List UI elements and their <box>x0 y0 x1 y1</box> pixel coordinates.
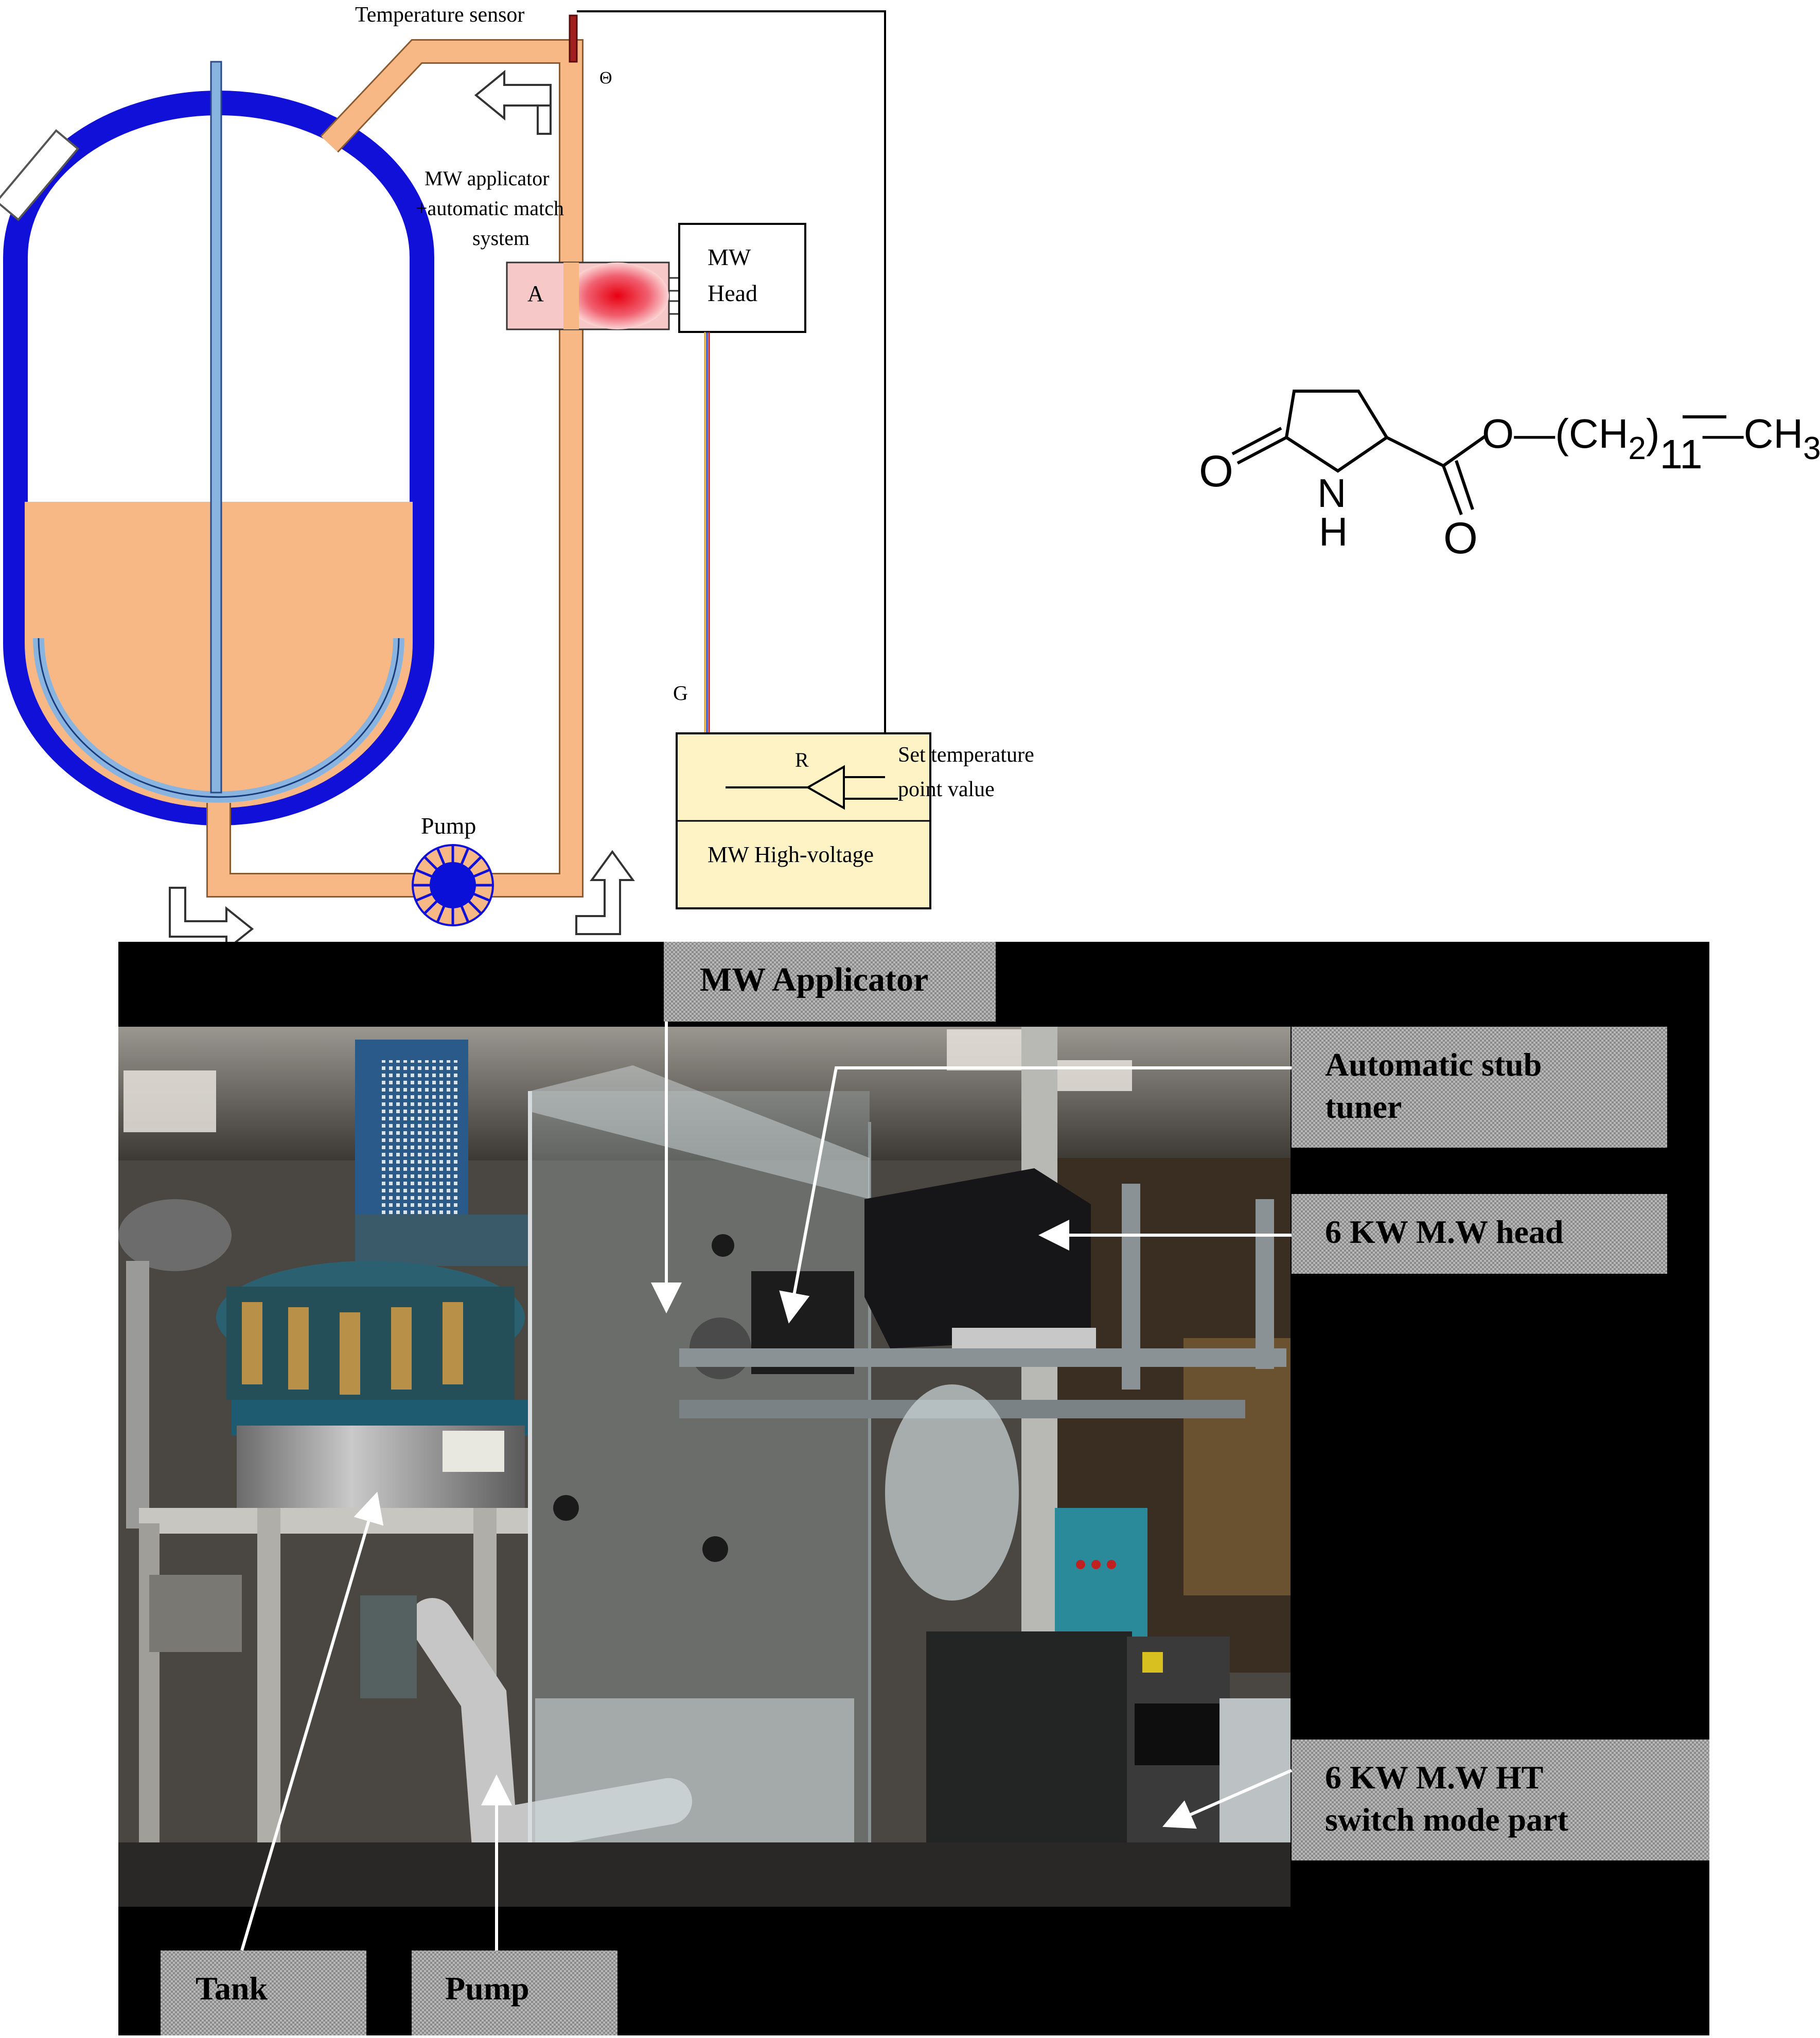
arrow-ht-switch <box>1162 1769 1293 1829</box>
process-schematic: Temperature sensor Θ <box>0 3 1034 952</box>
label-stub-tuner-line2: tuner <box>1325 1088 1402 1125</box>
atom-o-carbonyl: O <box>1443 514 1478 563</box>
recirculation-pipe <box>206 39 584 898</box>
set-temp-line1: Set temperature <box>898 743 1034 767</box>
label-ht-switch-line2: switch mode part <box>1325 1801 1569 1838</box>
flow-arrow-bottom-left <box>169 887 254 952</box>
applicator-letter: A <box>527 281 544 306</box>
r-label: R <box>795 748 809 771</box>
equipment-photo <box>118 1027 1291 1907</box>
pump-label: Pump <box>421 813 476 839</box>
arrow-stub-tuner <box>779 1066 1292 1324</box>
applicator-label-line1: MW applicator <box>425 167 550 190</box>
label-ht-switch: 6 KW M.W HT switch mode part <box>1292 1740 1709 1860</box>
equipment-photo-panel: MW Applicator Automatic stub tuner 6 KW … <box>118 942 1709 2035</box>
vessel-hatch <box>0 129 80 221</box>
label-ht-switch-line1: 6 KW M.W HT <box>1325 1759 1543 1796</box>
temperature-sensor-probe <box>569 14 578 63</box>
mw-head-line1: MW <box>708 244 751 270</box>
atom-o-ketone: O <box>1199 447 1233 496</box>
hv-label: MW High-voltage <box>708 842 874 867</box>
mw-head-line2: Head <box>708 280 757 306</box>
arrow-tank <box>240 1491 384 1951</box>
label-tank-text: Tank <box>196 1970 268 2007</box>
ester-chain: O—(CH2)11—CH3 <box>1482 411 1820 477</box>
reactor-vessel <box>0 61 434 825</box>
label-tank: Tank <box>161 1951 366 2035</box>
theta-symbol: Θ <box>599 68 612 87</box>
label-mw-applicator-text: MW Applicator <box>700 961 928 998</box>
label-mw-applicator: MW Applicator <box>664 942 996 1022</box>
pyrrolidone-ring <box>1284 390 1389 473</box>
g-label: G <box>673 681 688 705</box>
atom-h: H <box>1319 509 1348 554</box>
stirrer-shaft <box>210 61 222 794</box>
chemical-labels: O N H O O—(CH2)11—CH3 <box>1199 411 1820 563</box>
waveguide-connector <box>668 277 680 315</box>
label-pump: Pump <box>412 1951 617 2035</box>
applicator-label-line2: +automatic match <box>416 197 564 220</box>
temperature-sensor-label: Temperature sensor <box>355 3 524 27</box>
flow-arrow-bottom-right <box>575 850 635 935</box>
mw-applicator: A <box>506 261 670 330</box>
label-mw-head: 6 KW M.W head <box>1292 1194 1667 1274</box>
pointer-arrows <box>240 1022 1293 1951</box>
sensor-signal-wire <box>577 10 886 778</box>
pump-symbol <box>412 844 494 926</box>
flow-arrow-top <box>474 69 552 135</box>
label-mw-head-text: 6 KW M.W head <box>1325 1214 1563 1250</box>
applicator-label-line3: system <box>472 226 529 250</box>
mw-head-box: MW Head <box>678 223 806 333</box>
mw-high-voltage-box: R MW High-voltage <box>676 732 931 909</box>
chemical-structure <box>1231 390 1488 516</box>
label-stub-tuner-line1: Automatic stub <box>1325 1046 1542 1083</box>
label-stub-tuner: Automatic stub tuner <box>1292 1027 1667 1148</box>
comparator-symbol <box>805 765 845 810</box>
power-cable <box>704 332 710 736</box>
label-pump-text: Pump <box>445 1970 529 2007</box>
atom-n: N <box>1317 470 1346 516</box>
set-temp-line2: point value <box>898 778 995 801</box>
